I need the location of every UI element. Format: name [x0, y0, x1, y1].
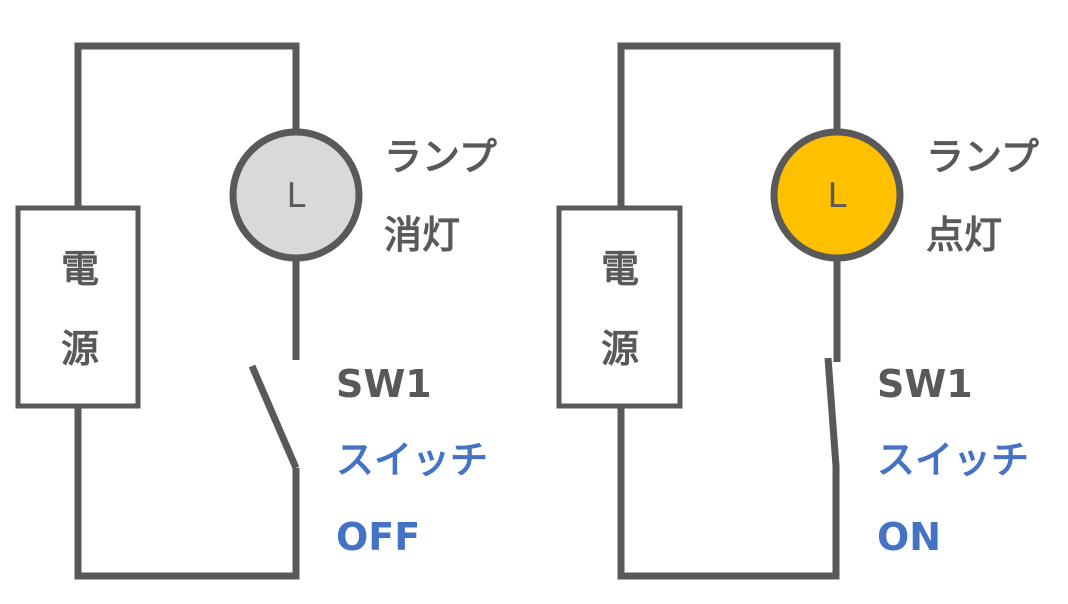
lamp-off [229, 128, 363, 262]
power-source-box [556, 205, 683, 409]
switch-label: スイッチ [877, 438, 1029, 482]
lamp-on [770, 128, 904, 262]
lamp-state: 消灯 [384, 213, 460, 257]
switch-label: スイッチ [336, 438, 488, 482]
switch-state: ON [877, 515, 941, 559]
lamp-label: ランプ [926, 135, 1039, 179]
switch-open-blade [248, 364, 300, 470]
switch-name: SW1 [336, 362, 432, 406]
lamp-label: ランプ [384, 135, 497, 179]
power-label-2: 源 [601, 327, 639, 371]
lamp-symbol: L [828, 176, 847, 216]
switch-name: SW1 [877, 362, 973, 406]
switch-closed-blade [824, 357, 840, 467]
power-label-1: 電 [601, 247, 639, 291]
power-label-2: 源 [61, 327, 99, 371]
power-source-box [15, 205, 141, 409]
lamp-symbol: L [287, 176, 306, 216]
switch-state: OFF [336, 515, 420, 559]
lamp-state: 点灯 [926, 213, 1002, 257]
circuit-off: 電 源 L ランプ 消灯 SW1 スイッチ OFF [15, 42, 497, 580]
circuit-on: 電 源 L ランプ 点灯 SW1 スイッチ ON [556, 42, 1039, 580]
power-label-1: 電 [61, 247, 99, 291]
